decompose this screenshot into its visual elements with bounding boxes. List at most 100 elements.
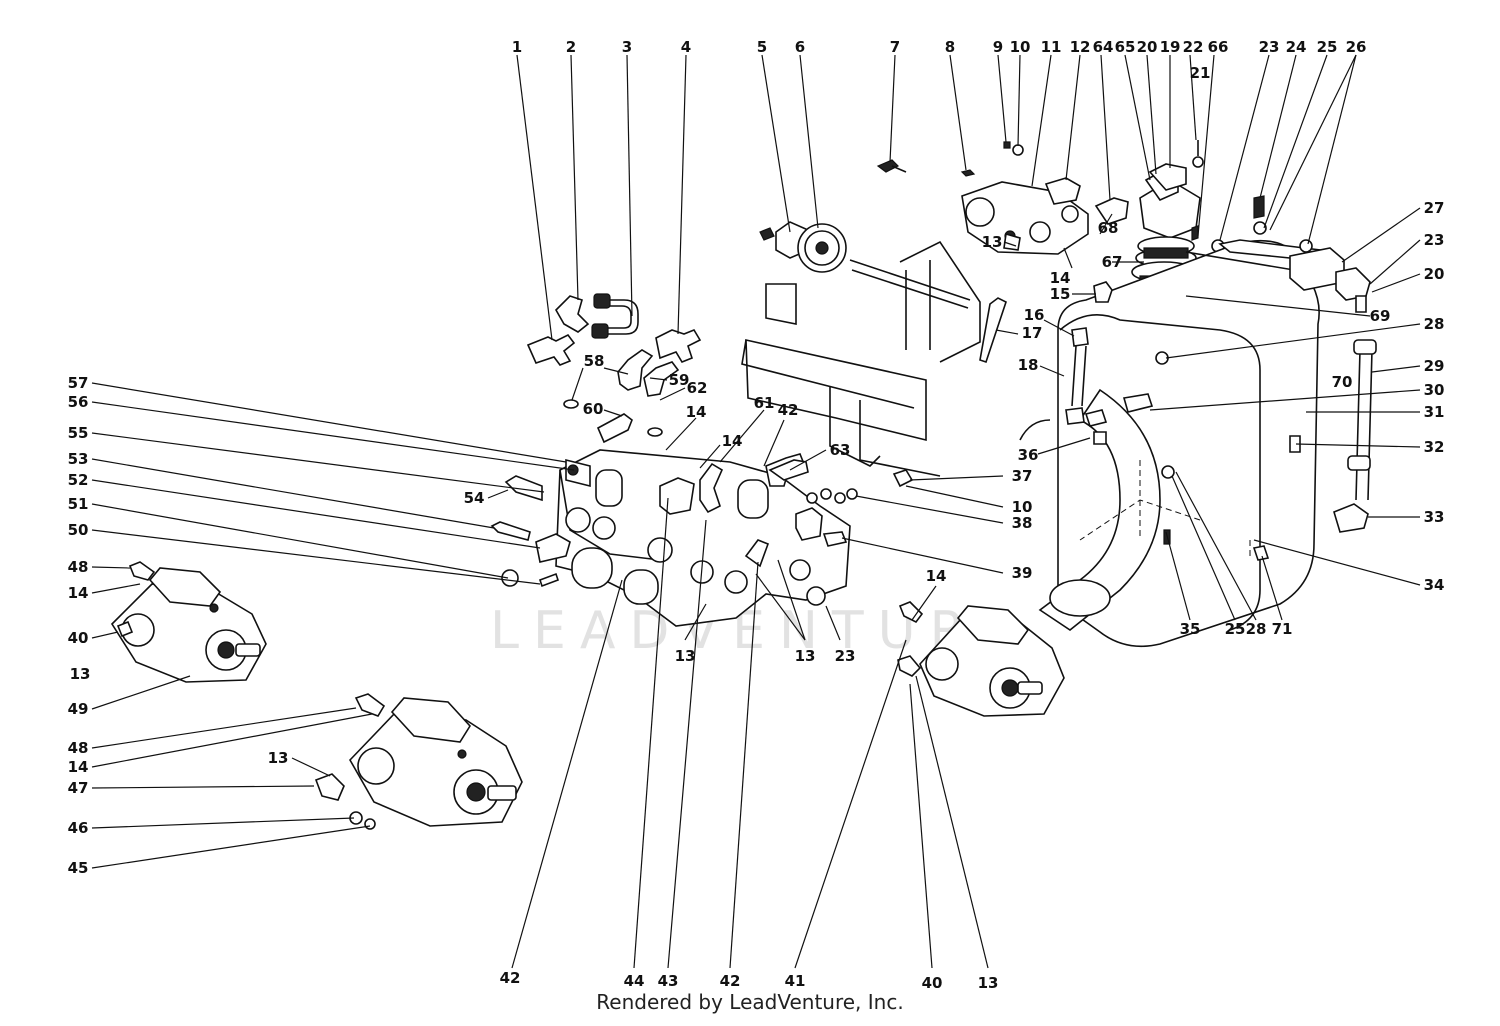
callout-3: 3 <box>622 38 632 56</box>
callout-1: 1 <box>512 38 522 56</box>
callout-30: 30 <box>1424 381 1445 399</box>
callout-61: 61 <box>754 394 775 412</box>
callout-21: 21 <box>1190 64 1211 82</box>
callout-23c: 23 <box>835 647 856 665</box>
callout-60: 60 <box>583 400 604 418</box>
callout-41: 41 <box>785 972 806 990</box>
callout-13b: 13 <box>70 665 91 683</box>
callout-13a: 13 <box>982 233 1003 251</box>
callout-20b: 20 <box>1424 265 1445 283</box>
callout-43: 43 <box>658 972 679 990</box>
callout-6: 6 <box>795 38 805 56</box>
callout-31: 31 <box>1424 403 1445 421</box>
callout-23b: 23 <box>1424 231 1445 249</box>
callout-28: 28 <box>1424 315 1445 333</box>
callout-14e: 14 <box>68 758 89 776</box>
callout-35: 35 <box>1180 620 1201 638</box>
callout-54: 54 <box>464 489 485 507</box>
callout-57: 57 <box>68 374 89 392</box>
callout-67: 67 <box>1102 253 1123 271</box>
top-fittings-group <box>526 293 702 444</box>
callout-68: 68 <box>1098 219 1119 237</box>
center-hydraulic-pump <box>897 601 1065 717</box>
callout-13e: 13 <box>795 647 816 665</box>
callout-25b: 25 <box>1225 620 1246 638</box>
callout-14a: 14 <box>1050 269 1071 287</box>
callout-23: 23 <box>1259 38 1280 56</box>
callout-58: 58 <box>584 352 605 370</box>
callout-24: 24 <box>1286 38 1307 56</box>
callout-71: 71 <box>1272 620 1293 638</box>
callout-8: 8 <box>945 38 955 56</box>
callout-14b: 14 <box>722 432 743 450</box>
callout-38: 38 <box>1012 514 1033 532</box>
callout-42b: 42 <box>500 969 521 987</box>
callout-16: 16 <box>1024 306 1045 324</box>
callout-32: 32 <box>1424 438 1445 456</box>
callout-26: 26 <box>1346 38 1367 56</box>
callout-25: 25 <box>1317 38 1338 56</box>
callout-39: 39 <box>1012 564 1033 582</box>
callout-29: 29 <box>1424 357 1445 375</box>
callout-labels: 1 2 3 4 5 6 7 8 9 10 11 12 64 65 20 19 2… <box>68 38 1445 992</box>
charge-pump-assembly <box>876 141 1129 255</box>
pulley-assembly <box>741 221 981 477</box>
callout-2: 2 <box>566 38 576 56</box>
callout-42a: 42 <box>778 401 799 419</box>
callout-10: 10 <box>1010 38 1031 56</box>
callout-66: 66 <box>1208 38 1229 56</box>
callout-65: 65 <box>1115 38 1136 56</box>
callout-7: 7 <box>890 38 900 56</box>
callout-70: 70 <box>1332 373 1353 391</box>
callout-5: 5 <box>757 38 767 56</box>
callout-10b: 10 <box>1012 498 1033 516</box>
callout-56: 56 <box>68 393 89 411</box>
callout-52: 52 <box>68 471 89 489</box>
callout-48a: 48 <box>68 558 89 576</box>
callout-14f: 14 <box>926 567 947 585</box>
callout-20: 20 <box>1137 38 1158 56</box>
callout-28b: 28 <box>1246 620 1267 638</box>
callout-27: 27 <box>1424 199 1445 217</box>
callout-12: 12 <box>1070 38 1091 56</box>
callout-50: 50 <box>68 521 89 539</box>
callout-11: 11 <box>1041 38 1062 56</box>
callout-40a: 40 <box>68 629 89 647</box>
callout-45: 45 <box>68 859 89 877</box>
callout-69: 69 <box>1370 307 1391 325</box>
callout-13f: 13 <box>978 974 999 992</box>
callout-46: 46 <box>68 819 89 837</box>
callout-22: 22 <box>1183 38 1204 56</box>
callout-13d: 13 <box>675 647 696 665</box>
callout-14d: 14 <box>68 584 89 602</box>
callout-33: 33 <box>1424 508 1445 526</box>
callout-64: 64 <box>1093 38 1114 56</box>
footer-credit: Rendered by LeadVenture, Inc. <box>596 990 904 1014</box>
callout-48b: 48 <box>68 739 89 757</box>
callout-62: 62 <box>687 379 708 397</box>
callout-42c: 42 <box>720 972 741 990</box>
callout-55: 55 <box>68 424 89 442</box>
callout-47: 47 <box>68 779 89 797</box>
callout-59: 59 <box>669 371 690 389</box>
callout-15: 15 <box>1050 285 1071 303</box>
callout-18: 18 <box>1018 356 1039 374</box>
callout-37: 37 <box>1012 467 1033 485</box>
hydraulic-tank <box>892 195 1377 648</box>
callout-4: 4 <box>681 38 691 56</box>
callout-14c: 14 <box>686 403 707 421</box>
callout-49: 49 <box>68 700 89 718</box>
callout-63: 63 <box>830 441 851 459</box>
callout-34: 34 <box>1424 576 1445 594</box>
callout-53: 53 <box>68 450 89 468</box>
callout-40b: 40 <box>922 974 943 992</box>
callout-13c: 13 <box>268 749 289 767</box>
control-valve-assembly <box>490 449 858 627</box>
bottom-hydraulic-pump <box>314 693 523 830</box>
callout-36: 36 <box>1018 446 1039 464</box>
callout-17: 17 <box>1022 324 1043 342</box>
callout-51: 51 <box>68 495 89 513</box>
callout-19: 19 <box>1160 38 1181 56</box>
